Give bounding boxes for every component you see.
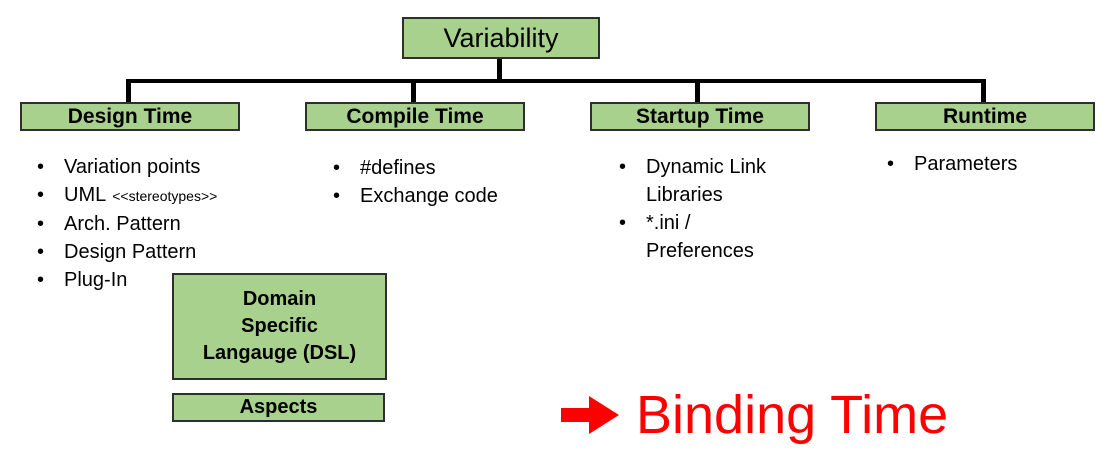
binding-time-label: Binding Time	[636, 385, 949, 445]
branch-label-runtime: Runtime	[943, 104, 1027, 128]
connector-stub-startup-time	[695, 79, 700, 104]
connector-stub-runtime	[981, 79, 986, 104]
list-item: Variation points	[34, 153, 269, 181]
branch-box-design-time: Design Time	[20, 102, 240, 131]
list-item: Dynamic Link Libraries	[616, 153, 794, 209]
list-item: Parameters	[884, 150, 1094, 178]
dsl-box: Domain Specific Langauge (DSL)	[172, 273, 387, 380]
branch-box-startup-time: Startup Time	[590, 102, 810, 131]
variability-label: Variability	[443, 22, 559, 53]
connector-root-stub	[497, 58, 502, 83]
dsl-line: Specific	[241, 315, 318, 337]
list-item: Exchange code	[330, 182, 540, 210]
list-item: *.ini / Preferences	[616, 209, 794, 265]
design-time-list: Variation points UML<<stereotypes>> Arch…	[34, 153, 269, 294]
branch-label-design-time: Design Time	[67, 104, 193, 128]
startup-time-list: Dynamic Link Libraries *.ini / Preferenc…	[616, 153, 794, 265]
list-item: Arch. Pattern	[34, 210, 269, 238]
connector-horizontal	[126, 79, 986, 83]
list-item: #defines	[330, 154, 540, 182]
binding-time-annotation: Binding Time	[561, 388, 948, 442]
list-item: Plug-In	[34, 266, 269, 294]
variability-box: Variability	[402, 17, 600, 59]
list-item: UML<<stereotypes>>	[34, 181, 269, 210]
connector-stub-design-time	[126, 79, 131, 104]
stereotypes-annotation: <<stereotypes>>	[112, 188, 218, 204]
dsl-line: Domain	[242, 288, 317, 310]
runtime-list: Parameters	[884, 150, 1094, 178]
branch-box-compile-time: Compile Time	[305, 102, 525, 131]
branch-label-startup-time: Startup Time	[636, 104, 764, 128]
list-item: Design Pattern	[34, 238, 269, 266]
aspects-box: Aspects	[172, 393, 385, 422]
branch-box-runtime: Runtime	[875, 102, 1095, 131]
branch-label-compile-time: Compile Time	[346, 104, 484, 128]
right-arrow-icon	[561, 396, 619, 434]
connector-stub-compile-time	[411, 79, 416, 104]
compile-time-list: #defines Exchange code	[330, 154, 540, 210]
dsl-line: Langauge (DSL)	[202, 342, 357, 364]
aspects-label: Aspects	[239, 396, 318, 418]
